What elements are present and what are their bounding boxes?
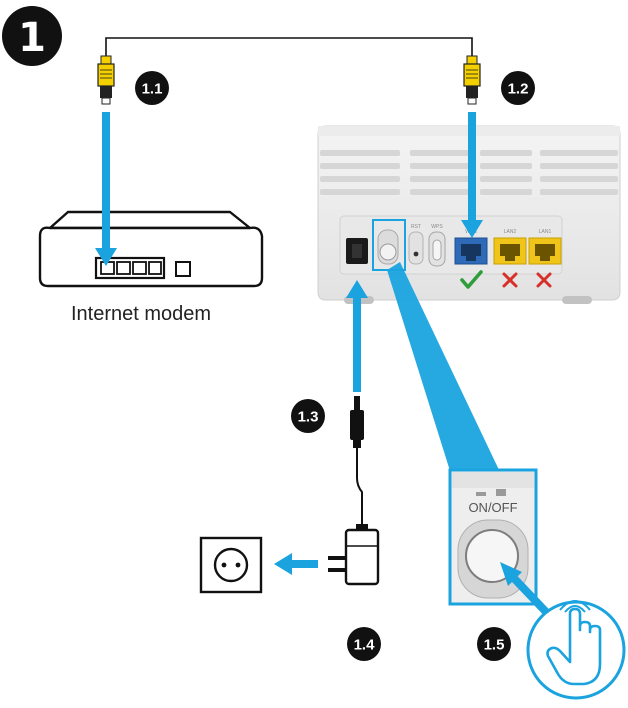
lan1-port — [528, 237, 562, 265]
press-arrow-icon — [500, 562, 551, 617]
lan2-label: LAN2 — [504, 229, 517, 235]
lan1-label: LAN1 — [539, 229, 552, 235]
callout-1-1: 1.1 — [135, 71, 169, 105]
internet-modem — [38, 210, 264, 288]
callout-1-2: 1.2 — [501, 71, 535, 105]
arrow-into-power-socket-icon — [346, 280, 368, 392]
power-adapter-icon — [328, 524, 380, 586]
arrow-into-wan-icon — [461, 112, 483, 238]
callout-1-3-label: 1.3 — [298, 409, 319, 426]
callout-1-3: 1.3 — [291, 399, 325, 433]
step-badge: 1 — [2, 6, 62, 66]
step-number: 1 — [18, 15, 46, 61]
dc-plug-icon — [350, 396, 364, 448]
ethernet-plug-left-icon — [97, 55, 115, 105]
router-power-socket — [346, 238, 368, 264]
lan1-cross-icon — [536, 272, 552, 288]
callout-1-1-label: 1.1 — [142, 81, 163, 98]
modem-power-port — [175, 261, 191, 277]
wps-label: WPS — [431, 224, 443, 230]
wps-button[interactable] — [428, 231, 446, 267]
reset-button[interactable] — [408, 231, 424, 265]
rst-label: RST — [411, 224, 421, 230]
callout-1-4: 1.4 — [347, 627, 381, 661]
modem-ethernet-ports — [94, 256, 166, 280]
lan2-cross-icon — [502, 272, 518, 288]
router-power-button[interactable] — [377, 229, 399, 265]
arrow-into-modem-icon — [95, 112, 117, 266]
router-vents — [320, 150, 618, 195]
callout-1-5: 1.5 — [477, 627, 511, 661]
power-switch-label: ON/OFF — [468, 500, 517, 515]
callout-1-2-label: 1.2 — [508, 81, 529, 98]
wall-outlet-icon — [199, 536, 263, 594]
hand-press-icon[interactable] — [526, 600, 626, 700]
ethernet-plug-right-icon — [463, 55, 481, 105]
power-cable — [350, 396, 364, 532]
callout-1-5-label: 1.5 — [484, 637, 505, 654]
zoom-beam — [387, 262, 500, 490]
wan-port — [454, 237, 488, 265]
arrow-to-outlet-icon — [274, 553, 318, 575]
lan2-port — [493, 237, 527, 265]
callout-1-4-label: 1.4 — [354, 637, 376, 654]
wan-check-icon — [460, 270, 483, 289]
ethernet-cable — [97, 37, 481, 105]
modem-caption: Internet modem — [71, 303, 211, 325]
